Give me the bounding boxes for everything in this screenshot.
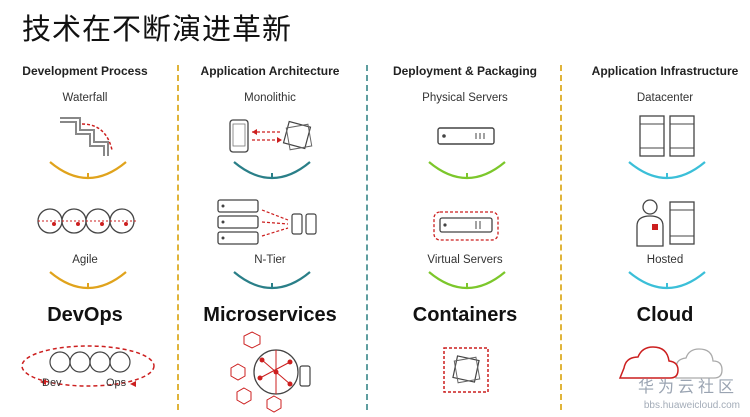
devops-loop-icon — [21, 345, 155, 387]
physical-server-icon — [437, 127, 495, 145]
divider-3 — [560, 65, 562, 410]
n-tier-icon — [217, 199, 317, 245]
arc-n-tier-icon — [233, 271, 311, 290]
divider-1 — [177, 65, 179, 410]
label-monolithic: Monolithic — [244, 92, 296, 104]
result-devops: DevOps — [47, 304, 123, 326]
watermark-chinese: 华为云社区 — [637, 377, 738, 396]
devops-dev-label: Dev — [42, 377, 62, 389]
result-containers: Containers — [412, 304, 518, 326]
label-datacenter: Datacenter — [636, 92, 694, 104]
header-application-infrastructure: Application Infrastructure — [591, 64, 739, 78]
arc-hosted-icon — [628, 271, 706, 290]
arc-agile-icon — [49, 271, 127, 290]
header-development-process: Development Process — [22, 64, 148, 78]
label-agile: Agile — [72, 254, 98, 266]
page-title: 技术在不断演进革新 — [22, 12, 293, 46]
header-application-architecture: Application Architecture — [200, 64, 340, 78]
label-hosted: Hosted — [646, 254, 684, 266]
agile-cycles-icon — [37, 208, 136, 234]
label-physical-servers: Physical Servers — [422, 92, 508, 104]
hosted-person-server-icon — [636, 199, 695, 247]
microservices-network-icon — [230, 331, 311, 413]
arc-physical-servers-icon — [428, 161, 506, 180]
arc-virtual-servers-icon — [428, 271, 506, 290]
label-waterfall: Waterfall — [62, 92, 108, 104]
label-virtual-servers: Virtual Servers — [427, 254, 503, 266]
arc-waterfall-icon — [49, 161, 127, 180]
monolithic-icon — [229, 119, 313, 153]
divider-2 — [366, 65, 368, 410]
watermark-url: bbs.huaweicloud.com — [643, 400, 740, 411]
arc-datacenter-icon — [628, 161, 706, 180]
datacenter-icon — [639, 115, 695, 157]
container-icon — [443, 347, 489, 393]
waterfall-icon — [60, 117, 113, 156]
arc-monolithic-icon — [233, 161, 311, 180]
result-microservices: Microservices — [203, 304, 337, 326]
virtual-server-icon — [433, 211, 499, 241]
label-n-tier: N-Tier — [254, 254, 286, 266]
header-deployment-packaging: Deployment & Packaging — [392, 64, 538, 78]
result-cloud: Cloud — [636, 304, 694, 326]
devops-ops-label: Ops — [106, 377, 127, 389]
cloud-icon — [618, 346, 723, 379]
